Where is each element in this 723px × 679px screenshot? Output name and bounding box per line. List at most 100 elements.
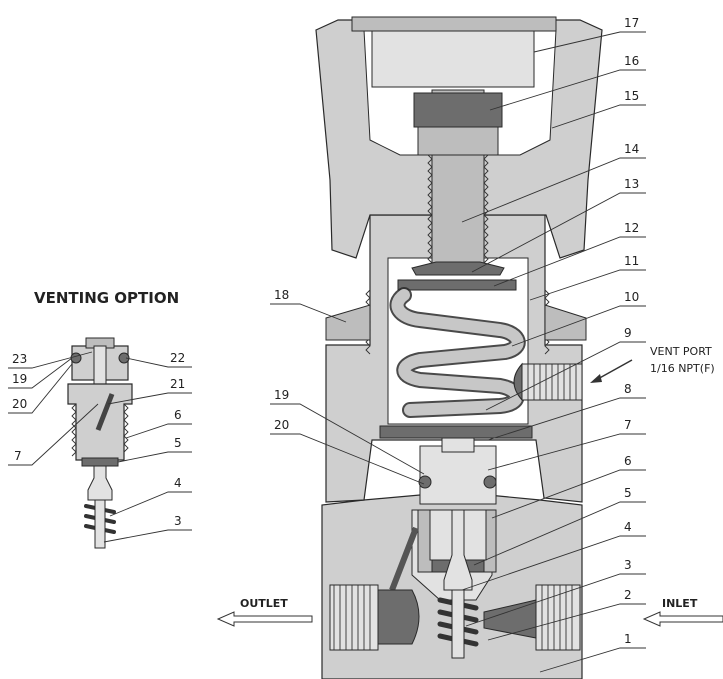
callout-18: 18 [274,288,289,302]
panel-nut [325,304,371,341]
vent-seat [81,457,119,467]
poppet-tail [451,589,465,659]
leader-11 [529,269,646,301]
vent-port-thread [527,364,577,400]
leader-7 [487,433,646,471]
vent-callout-4: 4 [174,476,182,490]
knob-cap [351,16,557,32]
vent-callout-19: 19 [12,372,27,386]
leader-1 [539,647,646,673]
leader-14 [461,157,646,223]
vent-callout-6: 6 [174,408,182,422]
inlet-port-thread [541,585,573,650]
o-ring-left [418,475,432,489]
vent-port-spec: 1/16 NPT(F) [650,362,715,375]
venting-option-inset [67,337,133,549]
callout-8: 8 [624,382,632,396]
leader-16 [489,69,646,111]
diaphragm-plate [379,425,533,439]
callout-2: 2 [624,588,632,602]
leader-v21 [107,392,192,405]
callout-4: 4 [624,520,632,534]
vent-callout-3: 3 [174,514,182,528]
leader-v6 [125,423,192,439]
vent-callout-22: 22 [170,351,185,365]
inlet-fitting [483,599,537,639]
vent-passage-inset [95,393,115,431]
leader-v23 [8,351,93,369]
vent-callout-21: 21 [170,377,185,391]
range-spring-highlight [391,289,524,416]
lock-nut-web [417,126,499,156]
leader-6 [491,469,646,519]
vent-o-ring-left [70,352,82,364]
leader-v3 [103,529,192,543]
outlet-port [329,584,379,651]
outlet-port-thread [333,585,371,650]
callout-12: 12 [624,221,639,235]
leader-15 [551,104,646,129]
leader-v7 [8,403,99,466]
piston [419,445,497,505]
callout-3: 3 [624,558,632,572]
vent-passage [389,526,419,592]
callout-20: 20 [274,418,289,432]
leader-3 [465,573,646,627]
upper-spring-seat [397,279,517,291]
outlet-label: OUTLET [240,597,288,610]
vent-poppet [87,465,113,501]
leader-v4 [109,491,192,517]
callout-11: 11 [624,254,639,268]
vent-callout-20: 20 [12,397,27,411]
vent-callout-23: 23 [12,352,27,366]
leader-17 [533,31,646,53]
piston-stem [441,437,475,453]
outlet-arrow [216,611,313,627]
callout-15: 15 [624,89,639,103]
vent-poppet-tail [94,499,106,549]
callout-17: 17 [624,16,639,30]
leader-18 [270,303,347,323]
vent-body-thread-left [71,403,77,457]
leader-v5 [117,451,192,463]
callout-13: 13 [624,177,639,191]
leader-5 [473,501,646,566]
vent-callout-5: 5 [174,436,182,450]
o-ring-right [483,475,497,489]
poppet [443,509,473,591]
leader-10 [511,305,646,347]
vent-callout-7: 7 [14,449,22,463]
leader-v19 [8,357,73,389]
leader-4 [461,535,646,591]
callout-16: 16 [624,54,639,68]
leader-19 [270,403,425,475]
callout-1: 1 [624,632,632,646]
panel-nut-right [544,304,587,341]
leader-12 [493,236,646,287]
leader-v20 [8,363,73,414]
venting-option-title: VENTING OPTION [34,289,179,307]
lock-nut [413,92,503,128]
inlet-label: INLET [662,597,698,610]
vent-port-plug [513,362,523,402]
leader-2 [487,603,646,641]
vent-port-arrow [595,359,633,381]
inlet-arrow [642,611,723,627]
leader-lines [8,31,646,673]
outlet-fitting [377,589,420,645]
leader-20 [270,433,425,485]
callout-14: 14 [624,142,639,156]
callout-5: 5 [624,486,632,500]
vent-body-thread-right [123,403,129,453]
leader-13 [471,192,646,273]
vent-o-ring-right [118,352,130,364]
leader-9 [485,341,646,411]
leader-v22 [125,357,192,368]
callout-6: 6 [624,454,632,468]
leader-8 [487,397,646,441]
spring-button [411,261,505,276]
knob-cap-insert [371,30,535,88]
callout-7: 7 [624,418,632,432]
